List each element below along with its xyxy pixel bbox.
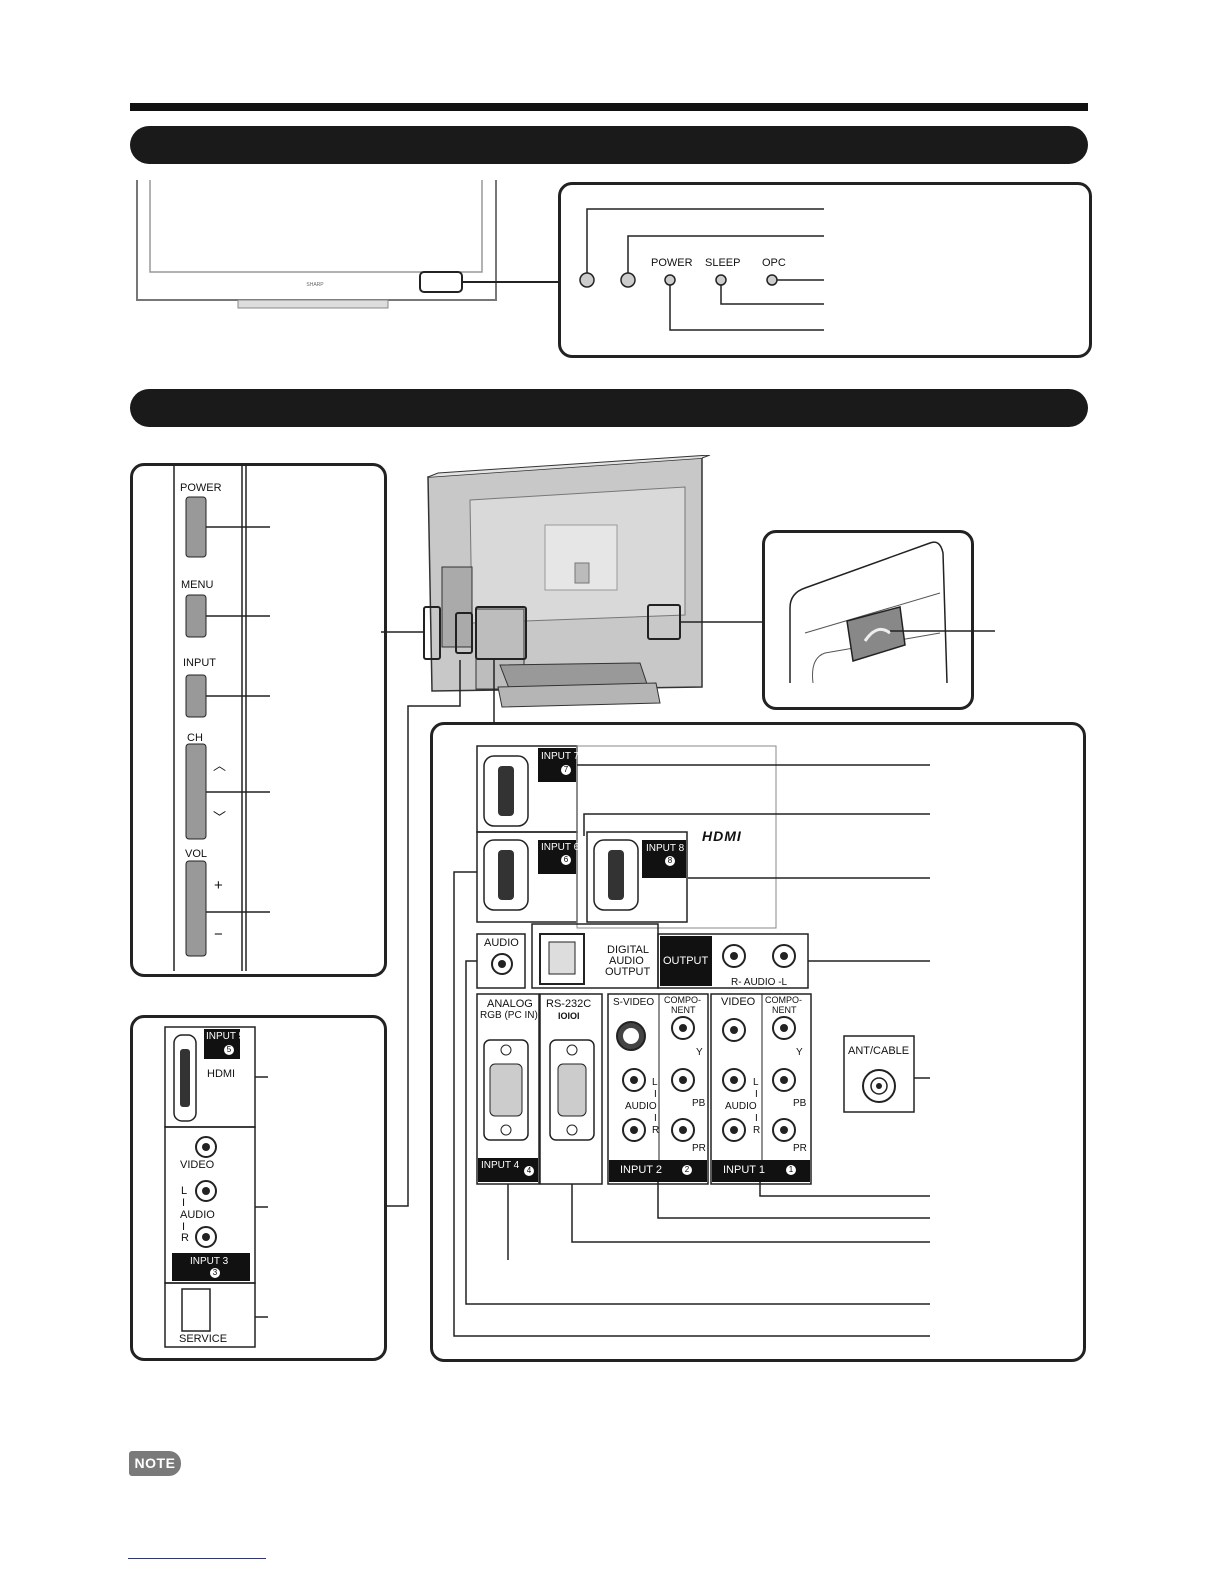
input1-y-label: Y [796,1047,803,1058]
input5-number-badge: 5 [224,1045,234,1055]
card-slot-drawing [789,541,995,684]
input7-number-badge: 7 [561,765,571,775]
r-audio-l-label: R- AUDIO -L [731,977,788,988]
input8-number-badge: 8 [665,856,675,866]
side-control-panel [130,463,387,977]
input2-pr-label: PR [692,1143,706,1154]
front-view-header-bar [130,126,1088,164]
rear-terminal-drawing [453,745,930,1337]
vol-minus-icon: − [214,926,223,943]
rear-view-header-bar [130,389,1088,427]
input1-r-label: R [753,1125,761,1136]
input8-hdmi-port[interactable] [608,850,624,900]
input6-label: INPUT 6 [541,842,580,853]
input1-audio-label: AUDIO [725,1101,757,1112]
input2-bar-bottom: I [654,1113,657,1124]
input2-pb-label: PB [692,1098,706,1109]
input3-bar-bottom: I [182,1221,186,1233]
input6-hdmi-port[interactable] [498,850,514,900]
input8-label: INPUT 8 [646,843,685,854]
power-indicator-label: POWER [651,257,693,269]
service-label: SERVICE [179,1333,228,1345]
rear-tv-illustration [423,455,711,708]
input5-hdmi-port[interactable] [180,1049,190,1107]
tv-brand-mark: SHARP [306,282,324,288]
input1-label: INPUT 1 [723,1164,765,1176]
vol-plus-icon: + [214,877,223,894]
note-badge: NOTE [129,1451,181,1476]
input4-label: INPUT 4 [481,1160,520,1171]
input2-compo-label-1: COMPO- [664,995,701,1005]
input2-bar-top: I [654,1089,657,1100]
input2-y-label: Y [696,1047,703,1058]
input3-number-badge: 3 [210,1268,220,1278]
input3-r-label: R [181,1232,189,1244]
side-terminal-drawing [164,1026,268,1348]
input1-l-label: L [753,1077,759,1088]
ch-down-icon: ﹀ [213,810,227,825]
analog-label-1: ANALOG [487,998,533,1010]
analog-label-2: RGB (PC IN) [480,1010,538,1021]
front-indicator-leaders [579,208,824,331]
input1-bar-bottom: I [755,1113,758,1124]
top-rule [130,103,1088,111]
side-menu-label: MENU [181,579,214,591]
input6-number-badge: 6 [561,855,571,865]
side-input-label: INPUT [183,657,216,669]
input1-compo-label-2: NENT [772,1005,797,1015]
input1-pr-label: PR [793,1143,807,1154]
footer-link-rule [128,1558,266,1559]
pc-audio-label: AUDIO [484,937,519,949]
side-control-drawing [173,465,270,971]
side-terminal-panel [130,1015,387,1361]
input5-hdmi-label: HDMI [207,1068,236,1080]
opc-indicator-label: OPC [762,257,786,269]
rs232c-port[interactable] [557,1063,587,1117]
front-indicator-panel [558,182,1092,358]
input3-l-label: L [181,1185,188,1197]
input2-audio-label: AUDIO [625,1101,657,1112]
input4-number-badge: 4 [524,1166,534,1176]
digital-label-3: OUTPUT [605,966,651,978]
analog-rgb-port[interactable] [489,1063,523,1117]
input1-bar-top: I [755,1089,758,1100]
input1-pb-label: PB [793,1098,807,1109]
rs232c-symbol: IOIOI [558,1011,580,1021]
input1-compo-label-1: COMPO- [765,995,802,1005]
front-tv-illustration: SHARP [136,180,560,309]
card-slot-icon[interactable] [846,606,906,662]
input1-number-badge: 1 [786,1165,796,1175]
input3-audio-label: AUDIO [180,1209,215,1221]
input1-video-label: VIDEO [721,996,756,1008]
service-port[interactable] [181,1288,211,1332]
hdmi-logo: HDMI [702,828,742,844]
input2-number-badge: 2 [682,1165,692,1175]
input2-svideo-label: S-VIDEO [613,997,655,1008]
input2-l-label: L [652,1077,658,1088]
ant-cable-label: ANT/CABLE [848,1045,910,1057]
side-ch-label: CH [187,732,203,744]
input3-label: INPUT 3 [190,1256,229,1267]
rs232c-label: RS-232C [546,998,592,1010]
input2-label: INPUT 2 [620,1164,662,1176]
input2-compo-label-2: NENT [671,1005,696,1015]
input7-label: INPUT 7 [541,751,580,762]
input3-video-label: VIDEO [180,1159,215,1171]
audio-output-label: OUTPUT [663,955,709,967]
input7-hdmi-port[interactable] [498,766,514,816]
input3-bar-top: I [182,1197,186,1209]
ch-up-icon: ︿ [213,758,227,773]
digital-label-1: DIGITAL [607,944,649,956]
digital-label-2: AUDIO [609,955,644,967]
side-volume-rocker[interactable] [185,860,207,957]
input2-r-label: R [652,1125,660,1136]
side-power-label: POWER [180,482,222,494]
input5-label: INPUT 5 [206,1031,245,1042]
sleep-indicator-label: SLEEP [705,257,741,269]
side-vol-label: VOL [185,848,208,860]
